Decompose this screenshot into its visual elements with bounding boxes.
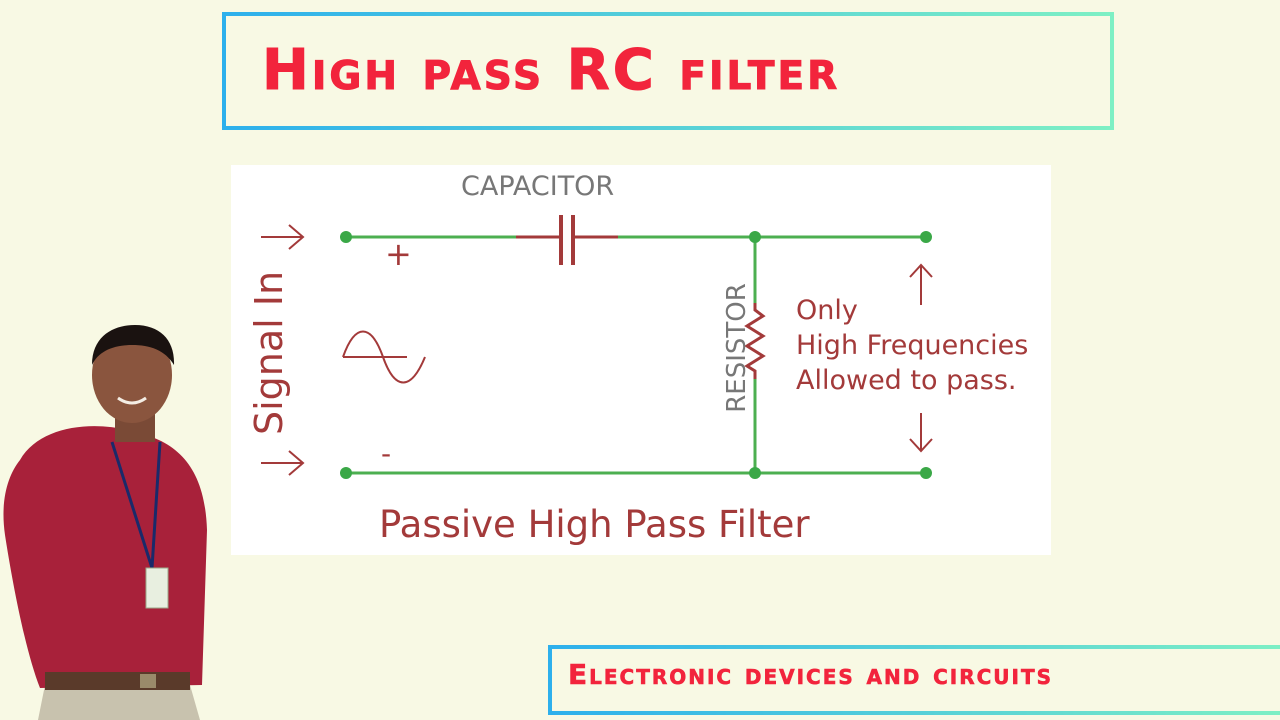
node-junction-bottom <box>749 467 761 479</box>
input-arrow-bottom-icon <box>261 450 305 476</box>
node-output-top <box>920 231 932 243</box>
presenter-trousers <box>38 685 200 720</box>
presenter-smile <box>117 396 147 405</box>
presenter-image <box>3 325 207 720</box>
note-line-1: Only <box>796 295 858 326</box>
presenter-hair <box>92 325 175 365</box>
title-frame <box>222 12 1114 130</box>
node-output-bottom <box>920 467 932 479</box>
output-arrow-up-icon <box>909 263 933 305</box>
resistor-label: RESISTOR <box>722 283 752 413</box>
resistor-zigzag <box>744 303 766 379</box>
circuit-svg <box>261 215 933 479</box>
signal-in-label: Signal In <box>247 270 291 435</box>
minus-sign: - <box>381 437 392 470</box>
footer-frame <box>548 645 1280 715</box>
page-title: High pass RC filter <box>262 38 841 104</box>
node-input-bottom <box>340 467 352 479</box>
circuit-diagram: CAPACITOR + - Signal In RESISTOR Only Hi… <box>231 165 1051 555</box>
presenter-shirt <box>3 426 207 688</box>
presenter-buckle <box>140 674 156 688</box>
node-junction-top <box>749 231 761 243</box>
output-arrow-down-icon <box>909 413 933 453</box>
input-arrow-top-icon <box>261 224 305 250</box>
channel-subtitle: Electronic devices and circuits <box>568 658 1054 692</box>
capacitor-label: CAPACITOR <box>461 171 615 202</box>
note-line-3: Allowed to pass. <box>796 365 1017 396</box>
presenter-belt <box>45 672 190 690</box>
node-input-top <box>340 231 352 243</box>
presenter-head <box>92 327 172 423</box>
presenter-id-card <box>145 567 169 609</box>
diagram-caption: Passive High Pass Filter <box>379 503 810 546</box>
plus-sign: + <box>385 235 412 273</box>
note-line-2: High Frequencies <box>796 330 1029 361</box>
